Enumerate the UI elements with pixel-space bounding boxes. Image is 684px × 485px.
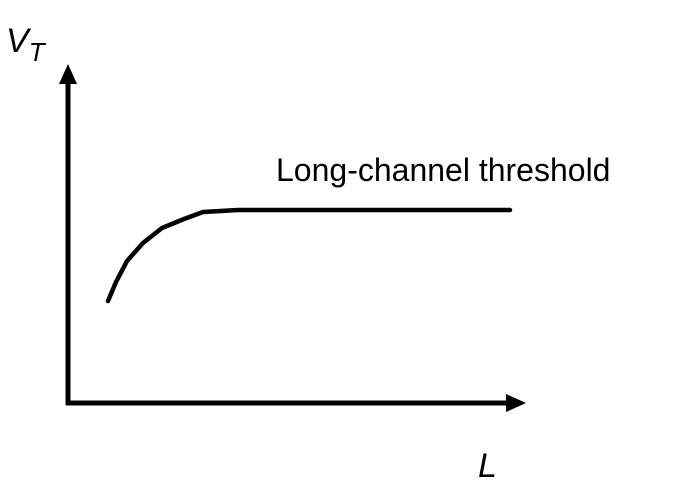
x-axis-label: L <box>478 447 497 485</box>
long-channel-threshold-label: Long-channel threshold <box>276 152 610 188</box>
y-axis-subscript: T <box>29 37 47 67</box>
y-axis-label: VT <box>6 22 47 67</box>
threshold-curve <box>105 207 513 304</box>
y-axis-symbol: V <box>6 22 32 60</box>
x-axis-arrowhead <box>506 394 526 412</box>
y-axis-arrowhead <box>59 64 77 84</box>
